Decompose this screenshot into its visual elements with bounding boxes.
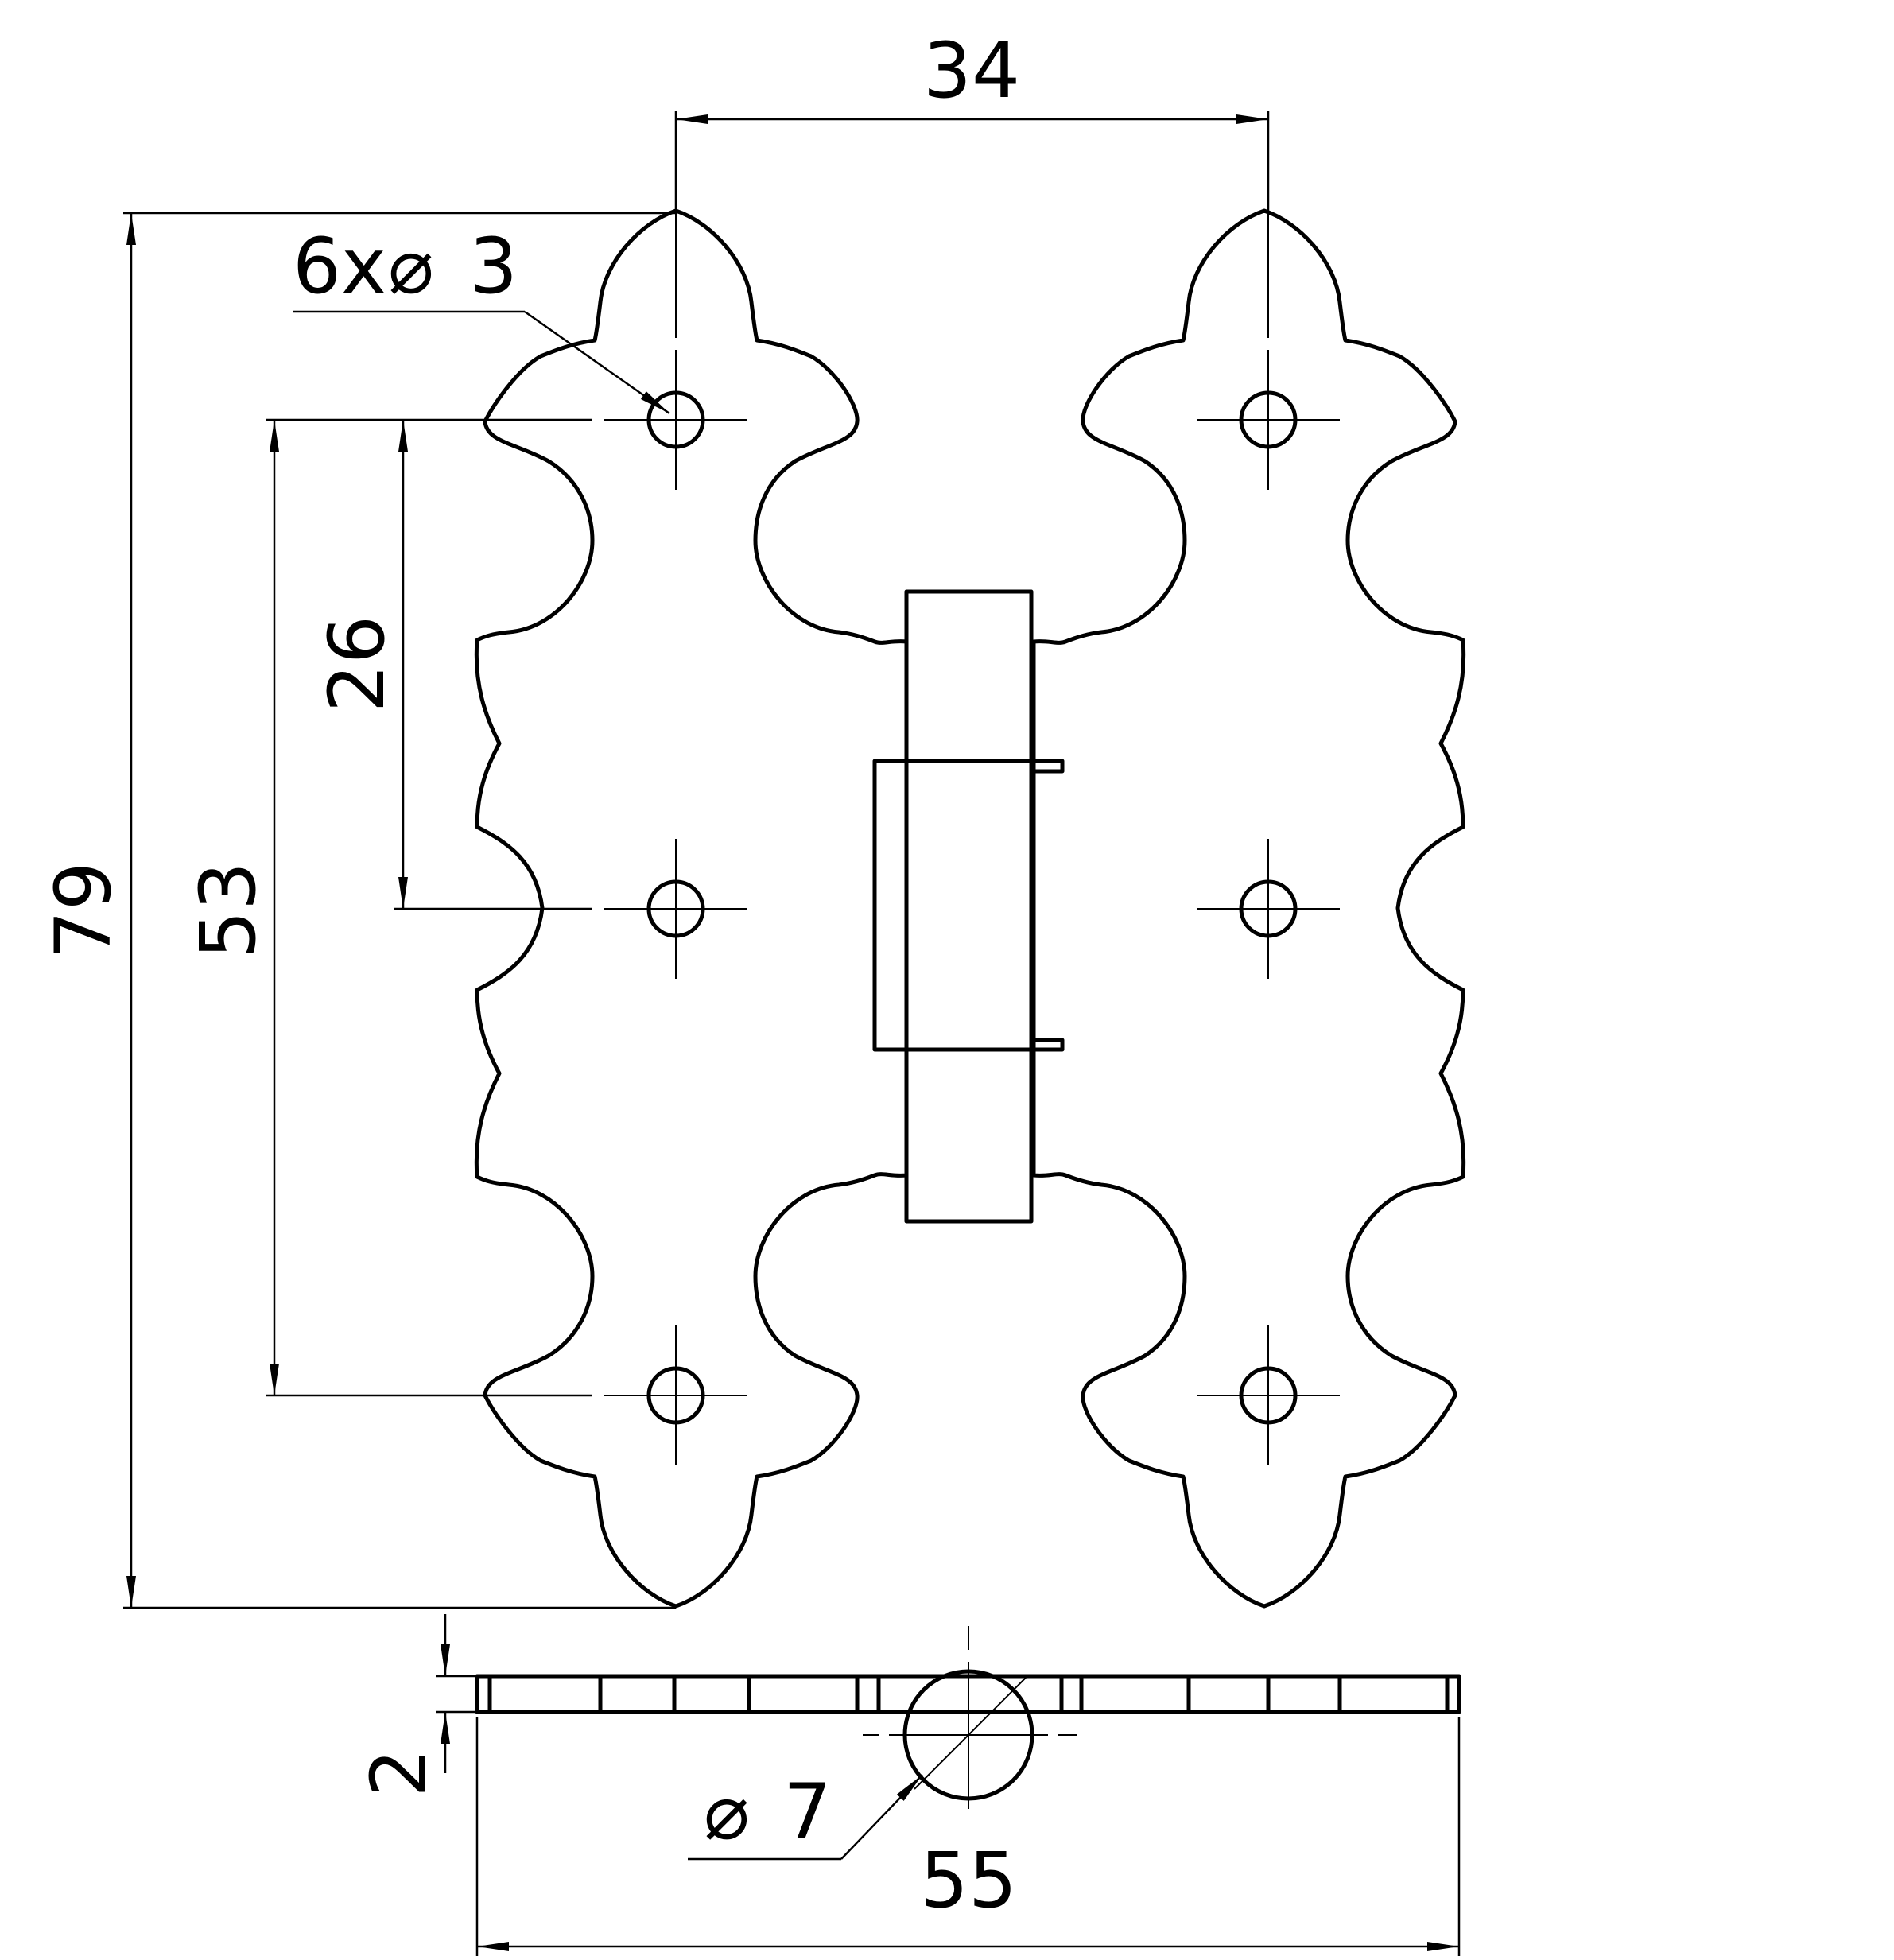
dimension-53-label: 53 <box>184 862 273 959</box>
pin-tab-top <box>1029 759 1065 774</box>
hinge-side-view <box>475 1626 1461 1809</box>
hole <box>604 839 747 979</box>
pin-diameter-callout: ⌀ 7 <box>688 1768 923 1861</box>
hole-callout-diameter: 3 <box>469 222 518 311</box>
hole-callout-count: 6x <box>293 222 386 311</box>
hole <box>604 1325 747 1465</box>
inner-knuckle <box>872 759 1034 1052</box>
hole <box>1197 839 1340 979</box>
dimension-79: 79 <box>39 212 676 1609</box>
diameter-symbol: ⌀ <box>388 222 434 311</box>
dimension-55: 55 <box>475 1717 1461 1956</box>
tip-centerlines <box>675 211 1269 338</box>
hole-callout: 6x ⌀ 3 <box>293 222 670 415</box>
hinge-plan-view <box>476 211 1463 1606</box>
dimension-79-label: 79 <box>39 862 128 959</box>
hole <box>1197 350 1340 490</box>
dimension-2: 2 <box>355 1614 477 1798</box>
hole <box>1197 1325 1340 1465</box>
side-plate-segments <box>487 1674 1450 1714</box>
hole <box>604 350 747 490</box>
pin-tab-bottom <box>1029 1038 1065 1052</box>
dimension-26: 26 <box>312 420 592 910</box>
dimension-26-label: 26 <box>312 615 402 712</box>
dimension-2-label: 2 <box>355 1748 444 1797</box>
mounting-holes <box>604 350 1340 1465</box>
dimension-34: 34 <box>674 26 1270 211</box>
dimension-53: 53 <box>184 418 592 1397</box>
barrel-knuckle <box>904 589 1034 1224</box>
dimension-55-label: 55 <box>920 1836 1017 1925</box>
diameter-symbol: ⌀ <box>704 1768 750 1857</box>
pin-diameter-label: 7 <box>783 1768 832 1857</box>
pin-centerlines <box>863 1626 1077 1809</box>
dimension-34-label: 34 <box>923 26 1020 115</box>
